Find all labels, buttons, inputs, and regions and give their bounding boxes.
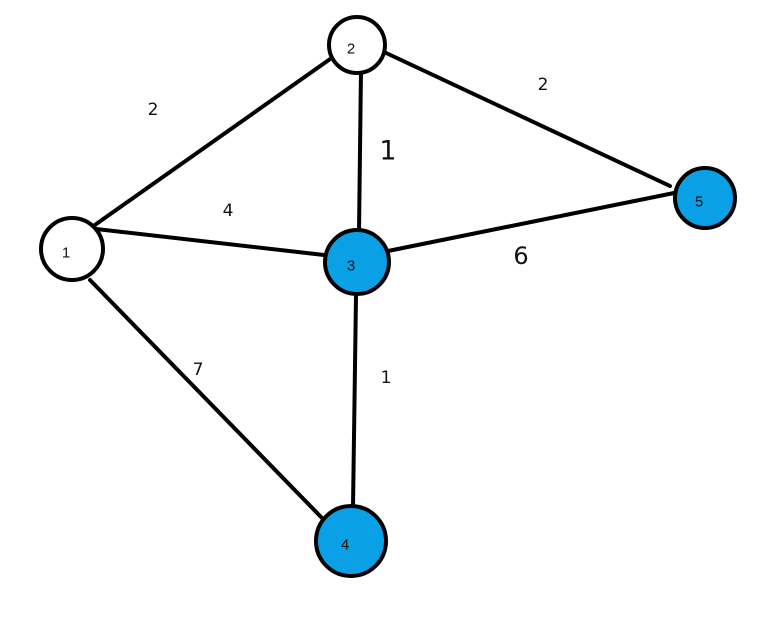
- edge-weight-3-5: 6: [513, 242, 528, 270]
- node-circle-5: [673, 166, 737, 230]
- edge-weight-3-4: 1: [381, 368, 392, 388]
- node-label-1: 1: [62, 245, 70, 262]
- node-label-5: 5: [695, 194, 703, 211]
- nodes-layer: 1 2 3 4 5: [39, 15, 737, 578]
- edge-1-3: [94, 227, 326, 257]
- node-label-2: 2: [347, 41, 355, 58]
- edge-1-2: [90, 55, 335, 229]
- edge-weight-2-5: 2: [538, 75, 549, 95]
- edge-1-4: [88, 278, 324, 520]
- node-circle-3: [323, 228, 391, 296]
- edge-weight-1-3: 4: [223, 201, 234, 221]
- edge-weight-1-2: 2: [148, 100, 159, 120]
- edge-2-5: [382, 50, 672, 188]
- node-circle-1: [39, 216, 105, 282]
- node-circle-2: [327, 15, 387, 75]
- node-5: 5: [673, 166, 737, 230]
- node-label-3: 3: [347, 258, 355, 275]
- edges-layer: [88, 50, 676, 520]
- edge-weight-2-3: 1: [379, 136, 396, 167]
- edge-weight-1-4: 7: [193, 360, 204, 380]
- edge-3-4: [351, 294, 358, 509]
- node-circle-4: [314, 504, 388, 578]
- edge-2-3: [357, 68, 363, 234]
- edge-3-5: [386, 191, 676, 253]
- node-3: 3: [323, 228, 391, 296]
- node-label-4: 4: [341, 537, 349, 554]
- node-2: 2: [327, 15, 387, 75]
- edge-weights-layer: 2 2 1 4 6 7 1: [148, 75, 549, 388]
- node-1: 1: [39, 216, 105, 282]
- node-4: 4: [314, 504, 388, 578]
